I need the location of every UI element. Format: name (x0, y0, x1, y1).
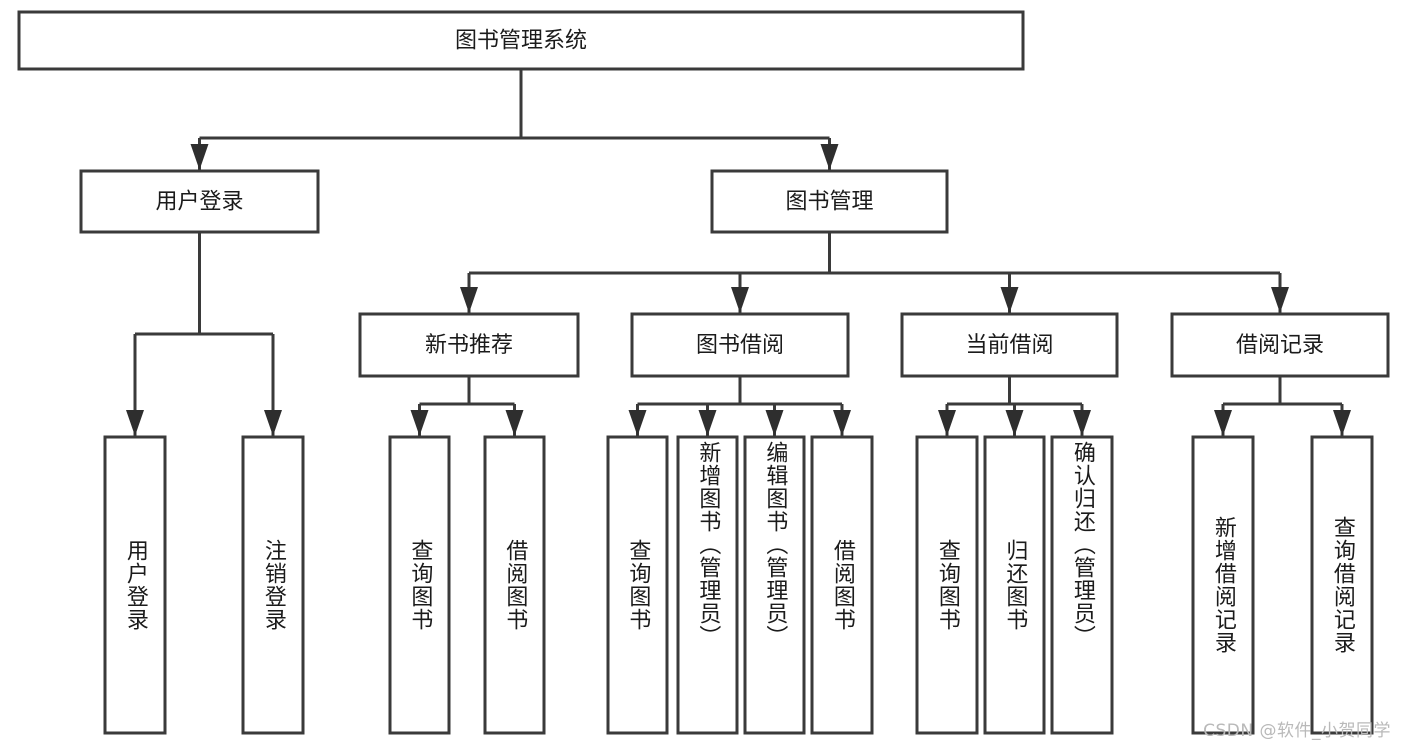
node-label-current-borrow: 当前借阅 (965, 333, 1053, 358)
node-box-leaf-edit-book[interactable] (743, 435, 806, 735)
node-label-book-borrow: 图书借阅 (696, 333, 784, 358)
arrow-head-icon (410, 410, 429, 436)
arrow-head-icon (1005, 410, 1024, 436)
node-box-book-borrow[interactable] (630, 312, 850, 378)
arrow-head-icon (264, 410, 282, 436)
arrow-head-icon (731, 287, 749, 313)
watermark-text: CSDN @软件_小贺同学 (1203, 721, 1391, 741)
node-box-leaf-user-login[interactable] (103, 435, 167, 735)
arrow-head-icon (190, 144, 209, 170)
arrow-head-icon (505, 410, 524, 436)
node-box-leaf-borrow-book-2[interactable] (810, 435, 874, 735)
arrow-head-icon (460, 287, 478, 313)
node-box-leaf-logout[interactable] (241, 435, 305, 735)
node-box-leaf-add-record[interactable] (1191, 435, 1255, 735)
node-label-new-book-rec: 新书推荐 (425, 333, 513, 358)
node-box-user-login[interactable] (79, 169, 320, 234)
arrow-head-icon (1214, 410, 1232, 436)
node-label-user-login: 用户登录 (155, 190, 243, 215)
node-box-leaf-return-book[interactable] (983, 435, 1046, 735)
node-box-layer (17, 10, 1390, 735)
arrow-head-icon (1333, 410, 1351, 436)
arrow-head-icon (1073, 410, 1091, 436)
node-label-book-manage: 图书管理 (785, 190, 873, 215)
node-box-leaf-query-book-2[interactable] (606, 435, 669, 735)
arrow-head-icon (126, 410, 144, 436)
node-box-book-manage[interactable] (710, 169, 949, 234)
arrow-head-icon (765, 410, 784, 436)
arrow-head-icon (698, 410, 717, 436)
node-box-leaf-confirm-return[interactable] (1050, 435, 1114, 735)
node-box-borrow-record[interactable] (1170, 312, 1390, 378)
arrow-head-icon (1000, 287, 1019, 313)
arrow-head-icon (1271, 287, 1289, 313)
node-box-leaf-query-book-1[interactable] (388, 435, 451, 735)
arrow-head-icon (820, 144, 839, 170)
arrow-head-icon (833, 410, 851, 436)
node-box-leaf-query-record[interactable] (1310, 435, 1374, 735)
node-box-new-book-rec[interactable] (358, 312, 580, 378)
connector-layer (126, 69, 1351, 436)
node-box-leaf-query-book-3[interactable] (915, 435, 979, 735)
node-label-root: 图书管理系统 (455, 29, 587, 54)
node-box-root[interactable] (17, 10, 1025, 71)
arrow-head-icon (938, 410, 956, 436)
node-box-leaf-borrow-book-1[interactable] (483, 435, 546, 735)
node-box-current-borrow[interactable] (900, 312, 1119, 378)
arrow-head-icon (628, 410, 647, 436)
node-label-borrow-record: 借阅记录 (1236, 333, 1324, 358)
node-box-leaf-add-book[interactable] (676, 435, 739, 735)
